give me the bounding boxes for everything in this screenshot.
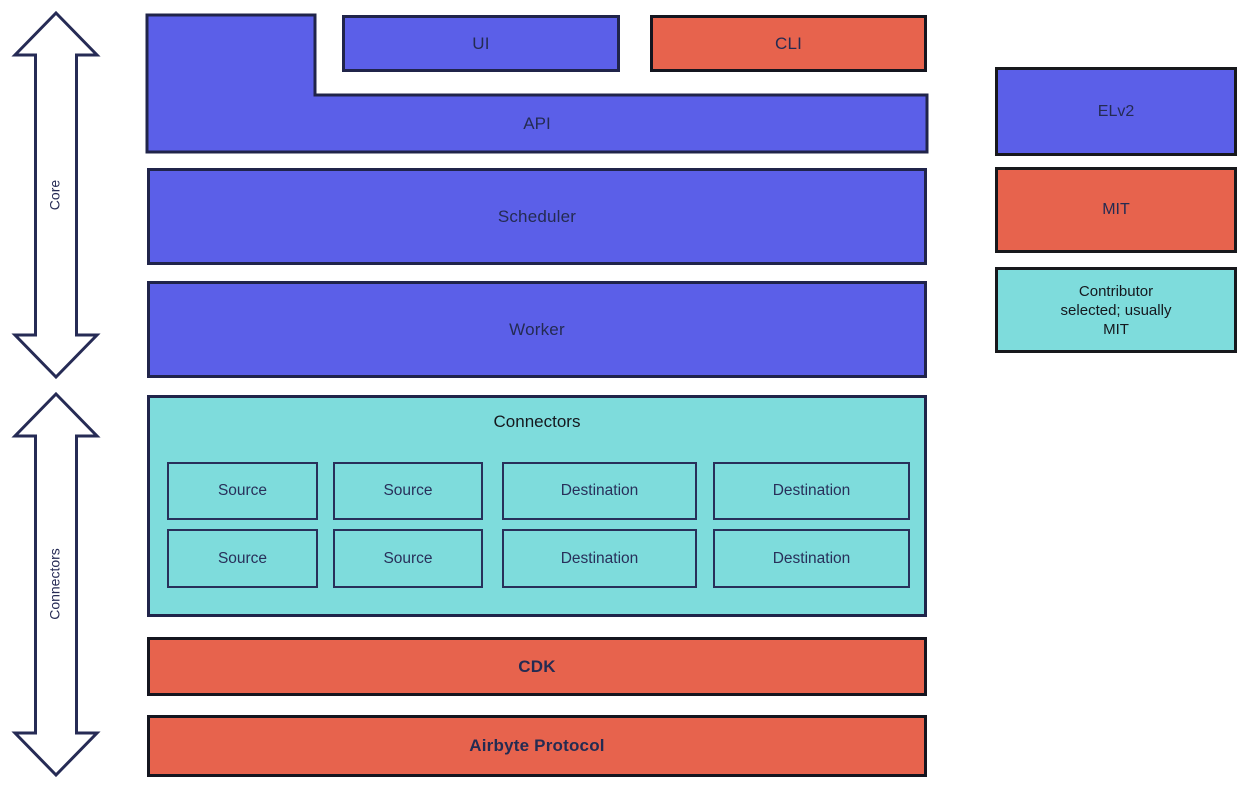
connectors-arrow-label: Connectors xyxy=(47,548,63,620)
api-block-shape xyxy=(145,13,929,154)
connector-source-2: Source xyxy=(333,462,483,520)
legend-contributor: Contributor selected; usually MIT xyxy=(995,267,1237,353)
connector-destination-2: Destination xyxy=(713,462,910,520)
airbyte-protocol-block: Airbyte Protocol xyxy=(147,715,927,777)
cli-block: CLI xyxy=(650,15,927,72)
connector-source-1: Source xyxy=(167,462,318,520)
connector-destination-3: Destination xyxy=(502,529,697,588)
connector-source-3: Source xyxy=(167,529,318,588)
ui-block: UI xyxy=(342,15,620,72)
connector-source-4: Source xyxy=(333,529,483,588)
legend-contributor-label: Contributor selected; usually MIT xyxy=(1060,282,1172,338)
connector-destination-4: Destination xyxy=(713,529,910,588)
core-arrow-label: Core xyxy=(47,180,63,211)
connectors-block-title: Connectors xyxy=(493,412,581,431)
scheduler-block: Scheduler xyxy=(147,168,927,265)
worker-block: Worker xyxy=(147,281,927,378)
legend-elv2: ELv2 xyxy=(995,67,1237,156)
legend-mit: MIT xyxy=(995,167,1237,253)
arrow-layer: Core Connectors xyxy=(11,10,101,778)
core-arrow: Core xyxy=(11,10,101,380)
api-block-label: API xyxy=(523,113,551,133)
connector-destination-1: Destination xyxy=(502,462,697,520)
connectors-arrow: Connectors xyxy=(11,391,101,778)
cdk-block: CDK xyxy=(147,637,927,696)
